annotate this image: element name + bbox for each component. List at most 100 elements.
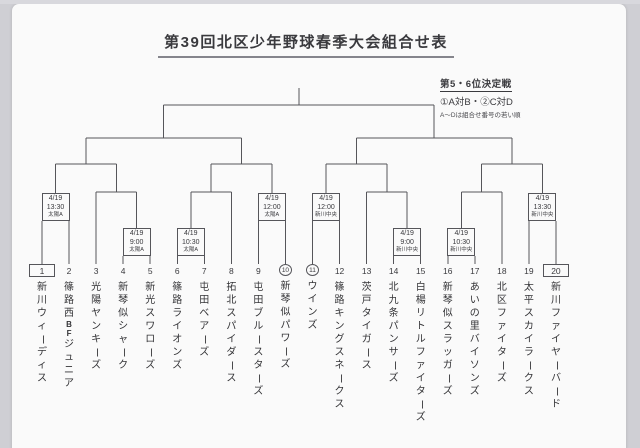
team-name-char: ー — [550, 386, 562, 397]
team-name-char: ズ — [280, 359, 291, 370]
team-name-char: ー — [523, 360, 535, 371]
team-name-char: ー — [388, 360, 400, 371]
team-name-char: F — [66, 329, 72, 338]
team-number: 2 — [62, 264, 76, 277]
team-name-char: サ — [388, 347, 399, 358]
team-number: 14 — [387, 264, 401, 277]
team-number: 8 — [224, 264, 238, 277]
team-name-char: ド — [550, 399, 561, 410]
team-name-char: カ — [523, 321, 534, 332]
team-name-char: イ — [361, 321, 372, 332]
match-date: 4/19 — [400, 230, 414, 237]
team-name-char: 九 — [388, 295, 399, 306]
team-name-char: 似 — [118, 308, 129, 319]
match-time: 13:30 — [46, 203, 65, 211]
team-name-char: パ — [280, 320, 291, 331]
match-date: 4/19 — [319, 195, 333, 202]
team-number-circle: 10 — [278, 264, 292, 276]
team-column: 14 北九条パンサーズ — [380, 264, 408, 385]
team-name-char: い — [469, 295, 480, 306]
team-name-char: 戸 — [361, 295, 372, 306]
team-name-char: ル — [253, 321, 264, 332]
team-name-char: ン — [91, 321, 102, 332]
team-name: 拓北スパイダース — [224, 281, 238, 385]
team-name-char: 篠 — [64, 282, 75, 293]
team-name-char: 路 — [334, 295, 345, 306]
team-name-char: ン — [334, 321, 345, 332]
team-name-char: タ — [253, 360, 264, 371]
team-name-char: 川 — [37, 295, 47, 306]
team-name-char: ヤ — [550, 347, 561, 358]
team-name-char: ー — [496, 360, 508, 371]
team-name-char: ア — [199, 321, 210, 332]
match-date: 4/19 — [265, 195, 279, 202]
team-name-char: ウ — [37, 308, 47, 319]
team-name-char: ス — [253, 347, 264, 358]
team-name-char: ス — [37, 373, 47, 384]
match-time: 9:00 — [129, 238, 144, 246]
team-name-char: ァ — [550, 321, 561, 332]
team-name-char: 篠 — [334, 282, 345, 293]
team-name-char: ー — [415, 399, 427, 410]
team-name-char: ト — [415, 321, 426, 332]
team-name-char: ス — [361, 360, 372, 371]
team-number: 9 — [251, 264, 265, 277]
match-venue: 太陽A — [48, 212, 63, 218]
team-name-char: 茨 — [361, 282, 372, 293]
team-name-char: 楊 — [415, 295, 426, 306]
team-name-char: ー — [334, 373, 346, 384]
team-name-char: B — [66, 320, 72, 329]
team-number: 13 — [360, 264, 374, 277]
team-name-char: ィ — [37, 360, 47, 371]
team-name-char: イ — [523, 334, 534, 345]
team-name-char: タ — [415, 386, 426, 397]
team-name-char: ス — [523, 386, 534, 397]
team-name-char: ガ — [361, 334, 372, 345]
viewer-top-margin — [0, 0, 640, 4]
team-number-circle: 11 — [306, 264, 319, 276]
team-name-char: ニ — [64, 365, 75, 376]
team-name: 北九条パンサーズ — [387, 281, 401, 385]
match-venue: 太陽A — [264, 212, 280, 218]
team-name-char: ル — [415, 334, 426, 345]
team-name-char: ー — [252, 373, 264, 384]
team-name-char: グ — [334, 334, 345, 345]
team-name: 新光スワローズ — [143, 281, 157, 372]
team-name-char: 新 — [280, 281, 291, 292]
team-name-char: ク — [118, 360, 129, 371]
team-name-char: バ — [550, 373, 561, 384]
team-name-char: ン — [388, 334, 399, 345]
team-number: 12 — [333, 264, 347, 277]
team-name-char: ズ — [307, 320, 318, 331]
team-name-char: ー — [279, 346, 291, 357]
playoff-note-line2: A〜Dは組合せ番号の若い順 — [440, 112, 521, 119]
team-name-char: イ — [307, 294, 318, 305]
team-name-char: 屯 — [199, 282, 210, 293]
page-title: 第39回北区少年野球春季大会組合せ表 — [158, 31, 454, 58]
team-number: 15 — [414, 264, 428, 277]
team-name-char: ク — [334, 386, 345, 397]
team-name: ウインズ — [306, 280, 320, 332]
team-name-char: ズ — [496, 373, 507, 384]
team-name-char: ャ — [118, 334, 129, 345]
team-name-char: 北 — [226, 295, 237, 306]
team-name-char: ー — [550, 360, 562, 371]
team-name-char: ズ — [388, 373, 399, 384]
team-name-char: 北 — [496, 282, 507, 293]
team-name-char: ズ — [145, 360, 156, 371]
team-name-char: パ — [388, 321, 399, 332]
team-name-char: ー — [90, 347, 102, 358]
team-name-char: ュ — [64, 352, 75, 363]
team-name-char: ヤ — [91, 308, 102, 319]
